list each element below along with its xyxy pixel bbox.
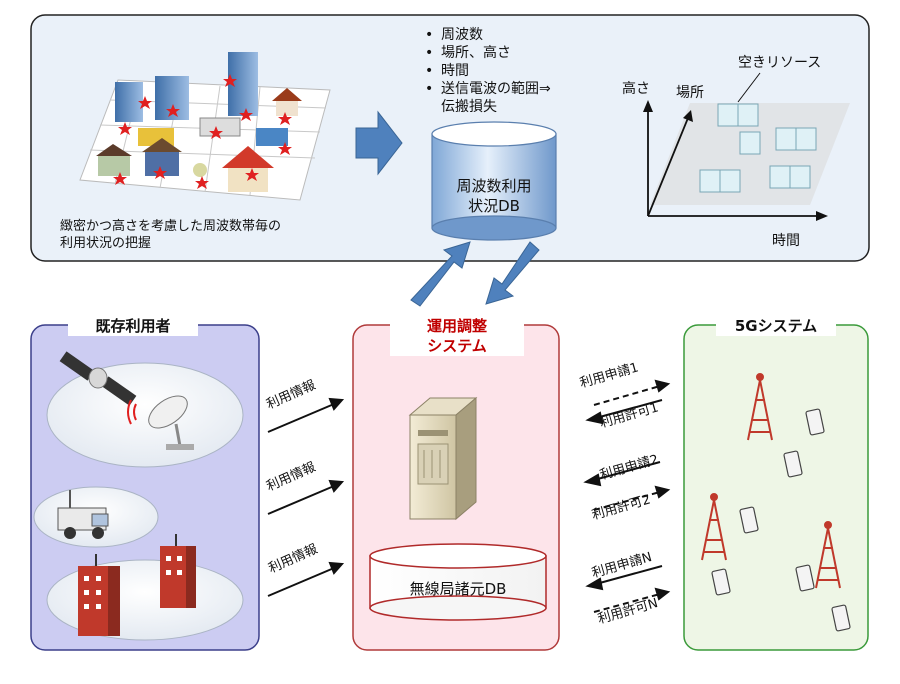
cell-tower-icons bbox=[701, 373, 841, 589]
coordination-system-title: 運用調整 システム bbox=[390, 316, 524, 356]
usage-info-arrows bbox=[267, 397, 345, 597]
db-label-line: 状況DB bbox=[468, 197, 520, 215]
radio-station-db-label: 無線局諸元DB bbox=[409, 580, 507, 598]
graph-z-label: 場所 bbox=[676, 85, 704, 101]
free-resource-callout: 空きリソース bbox=[738, 55, 822, 71]
flow-arrow-down bbox=[485, 241, 540, 305]
exchange-arrows bbox=[583, 379, 671, 613]
title-line: システム bbox=[427, 337, 487, 355]
flow-arrow-right bbox=[355, 110, 403, 176]
mobile-phone-icons bbox=[711, 408, 851, 632]
bullet-item: 周波数 bbox=[441, 27, 483, 43]
existing-users-title: 既存利用者 bbox=[68, 316, 198, 336]
graph-y-label: 高さ bbox=[622, 81, 650, 97]
5g-system-title: 5Gシステム bbox=[716, 316, 836, 336]
frequency-usage-db-cylinder bbox=[431, 121, 557, 241]
frequency-usage-db-label: 周波数利用 状況DB bbox=[432, 176, 556, 216]
5g-system-panel bbox=[683, 324, 869, 651]
caption-line: 緻密かつ高さを考慮した周波数帯毎の bbox=[60, 219, 282, 234]
graph-x-label: 時間 bbox=[772, 233, 800, 249]
flow-arrow-up bbox=[410, 241, 471, 307]
server-icon bbox=[408, 396, 478, 521]
city-map-illustration bbox=[79, 52, 331, 201]
satellite-icon bbox=[59, 351, 137, 406]
dish-antenna-icon bbox=[127, 395, 194, 450]
resource-graph bbox=[643, 72, 850, 221]
map-caption: 緻密かつ高さを考慮した周波数帯毎の 利用状況の把握 bbox=[60, 218, 281, 252]
title-line: 運用調整 bbox=[426, 317, 487, 335]
building-antenna-icon bbox=[78, 534, 196, 636]
broadcast-van-icon bbox=[57, 490, 109, 539]
caption-line: 利用状況の把握 bbox=[60, 236, 152, 251]
bullet-item: 場所、高さ bbox=[441, 45, 511, 61]
radio-station-db-cylinder bbox=[369, 543, 547, 621]
bullet-item: 送信電波の範囲⇒ bbox=[441, 81, 551, 97]
bullet-item: 伝搬損失 bbox=[441, 99, 497, 115]
bullet-list: •周波数 •場所、高さ •時間 •送信電波の範囲⇒ 伝搬損失 bbox=[425, 27, 551, 115]
db-label-line: 周波数利用 bbox=[456, 177, 532, 195]
bullet-item: 時間 bbox=[441, 63, 469, 79]
